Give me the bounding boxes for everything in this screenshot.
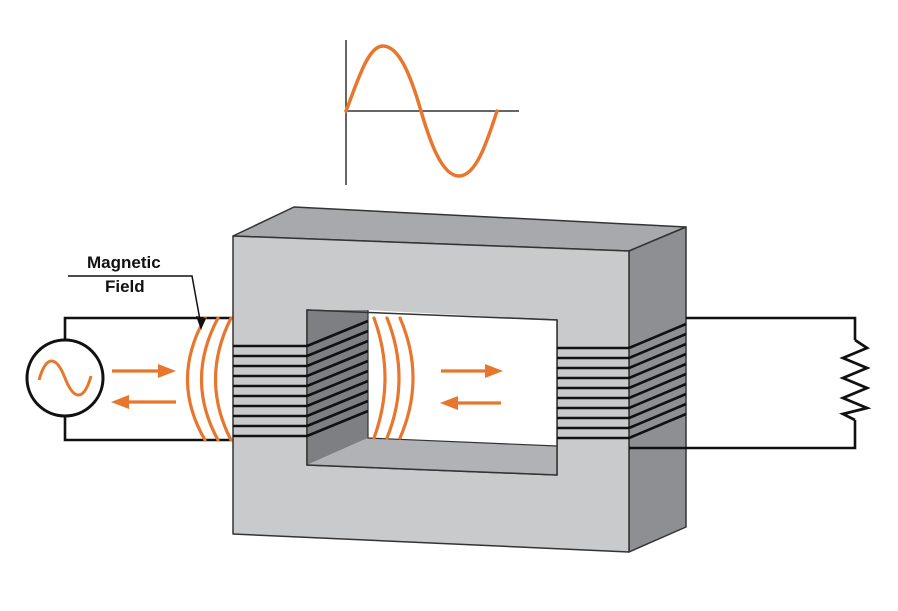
window-back-opening [368, 310, 557, 446]
window-inner-bottom [307, 438, 557, 475]
arrow-right-icon [485, 364, 503, 378]
flux-arrows-window [440, 364, 503, 410]
arrow-right-icon [158, 364, 176, 378]
current-arrows-left [111, 364, 176, 409]
window-back-edge [367, 310, 558, 447]
label-leader-line [68, 275, 201, 321]
magnetic-field-lines-core [372, 316, 415, 440]
window-front-edge [306, 309, 558, 476]
resistor-icon [838, 338, 872, 422]
magnetic-field-lines-primary [185, 316, 233, 442]
secondary-coil [557, 322, 687, 440]
ac-source-icon [25, 338, 105, 418]
label-line-1: Magnetic [87, 253, 161, 272]
primary-circuit-wires [63, 316, 233, 442]
arrow-left-icon [440, 396, 458, 410]
leader-arrowhead [196, 316, 206, 330]
primary-coil [233, 319, 369, 438]
sine-wave-icon [344, 44, 499, 178]
core-side-face [628, 226, 687, 553]
sine-wave-graph [344, 40, 519, 185]
magnetic-field-label: Magnetic Field [68, 253, 206, 330]
secondary-circuit-wires [629, 316, 857, 450]
transformer-core [232, 206, 687, 553]
label-line-2: Field [105, 277, 145, 296]
arrow-left-icon [111, 395, 129, 409]
